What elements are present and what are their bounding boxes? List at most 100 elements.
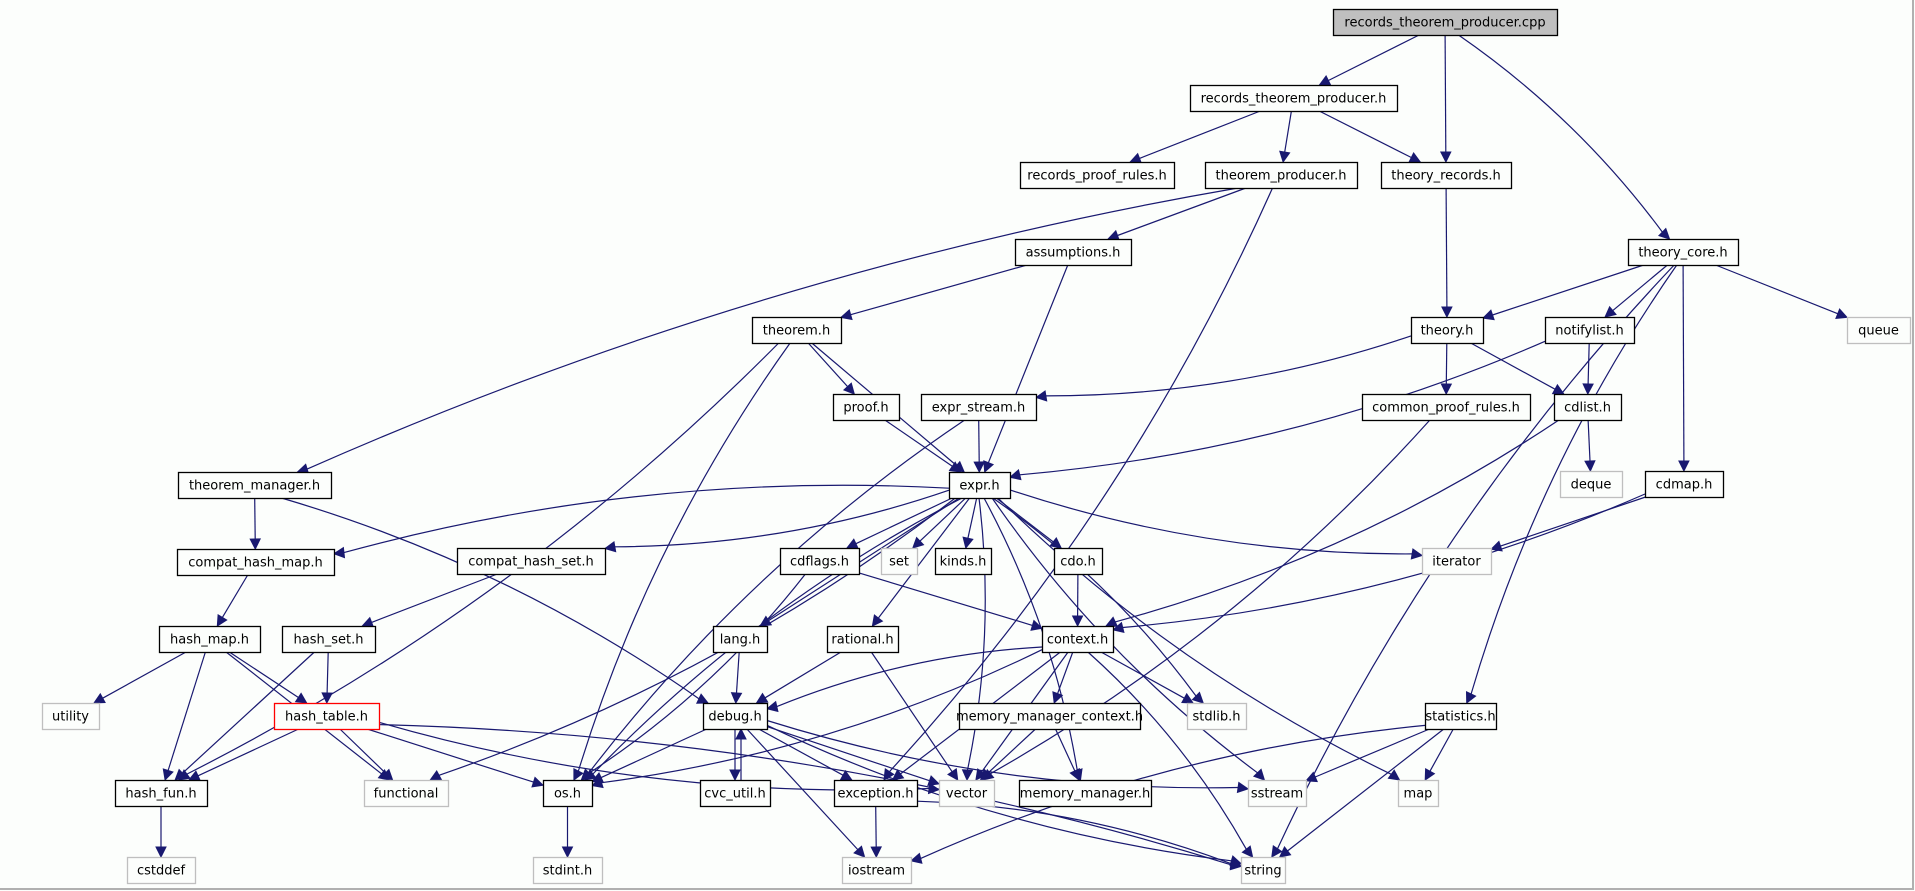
- node-box[interactable]: [826, 625, 900, 654]
- node-proof-h[interactable]: proof.h: [832, 393, 901, 422]
- node-box[interactable]: [1018, 779, 1153, 808]
- edge-proof-h-to-expr-h: [884, 419, 953, 467]
- node-box[interactable]: [1361, 393, 1532, 422]
- node-box[interactable]: [832, 393, 901, 422]
- node-box[interactable]: [273, 702, 381, 731]
- node-box[interactable]: [712, 625, 769, 654]
- node-label: kinds.h: [940, 555, 987, 570]
- edge-context-h-to-string: [1087, 651, 1247, 850]
- arrowhead-icon: [1069, 768, 1080, 782]
- node-box[interactable]: [177, 471, 333, 500]
- node-box[interactable]: [1053, 547, 1104, 576]
- node-theory-records-h[interactable]: theory_records.h: [1380, 161, 1513, 190]
- node-label: cvc_util.h: [704, 787, 765, 802]
- node-box[interactable]: [176, 548, 336, 577]
- node-theory-core-h[interactable]: theory_core.h: [1627, 238, 1740, 267]
- node-notifylist-h[interactable]: notifylist.h: [1544, 316, 1636, 345]
- node-assumptions-h[interactable]: assumptions.h: [1014, 238, 1133, 267]
- arrowhead-icon: [891, 769, 905, 781]
- node-kinds-h[interactable]: kinds.h: [934, 547, 993, 576]
- arrowhead-icon: [1271, 845, 1283, 858]
- node-rational-h[interactable]: rational.h: [826, 625, 900, 654]
- node-box[interactable]: [456, 547, 607, 576]
- node-compat-hash-map-h[interactable]: compat_hash_map.h: [176, 548, 336, 577]
- node-os-h[interactable]: os.h: [542, 779, 594, 808]
- node-box[interactable]: [1644, 470, 1725, 499]
- node-expr-h[interactable]: expr.h: [948, 471, 1012, 500]
- node-box[interactable]: [1380, 161, 1513, 190]
- edge-expr-h-to-iterator: [1009, 489, 1413, 555]
- arrowhead-icon: [870, 846, 883, 859]
- node-records-proof-rules-h[interactable]: records_proof_rules.h: [1019, 161, 1176, 190]
- node-box[interactable]: [158, 625, 262, 654]
- edge-expr-h-to-rational-h: [877, 497, 971, 619]
- node-box[interactable]: [1544, 316, 1636, 345]
- node-compat-hash-set-h[interactable]: compat_hash_set.h: [456, 547, 607, 576]
- node-cdflags-h[interactable]: cdflags.h: [779, 547, 861, 576]
- node-box[interactable]: [934, 547, 993, 576]
- node-theory-h[interactable]: theory.h: [1410, 316, 1485, 345]
- arrowhead-icon: [1030, 619, 1044, 631]
- node-box[interactable]: [1014, 238, 1133, 267]
- node-label: theory_core.h: [1638, 246, 1727, 261]
- node-label: cdmap.h: [1656, 478, 1713, 493]
- edge-context-h-to-os-h: [601, 649, 1043, 784]
- node-memory-manager-h[interactable]: memory_manager.h: [1018, 779, 1153, 808]
- node-expr-stream-h[interactable]: expr_stream.h: [920, 393, 1038, 422]
- node-label: expr_stream.h: [932, 401, 1026, 416]
- arrowhead-icon: [1678, 460, 1690, 473]
- node-box[interactable]: [948, 471, 1012, 500]
- arrowhead-icon: [380, 768, 394, 781]
- node-box[interactable]: [958, 702, 1142, 731]
- node-label: hash_table.h: [285, 710, 368, 725]
- node-hash-set-h[interactable]: hash_set.h: [281, 625, 377, 654]
- node-hash-fun-h[interactable]: hash_fun.h: [114, 779, 209, 808]
- node-theorem-manager-h[interactable]: theorem_manager.h: [177, 471, 333, 500]
- node-box[interactable]: [1189, 84, 1399, 113]
- node-theorem-producer-h[interactable]: theorem_producer.h: [1204, 161, 1359, 190]
- node-records-theorem-producer-cpp[interactable]: records_theorem_producer.cpp: [1332, 8, 1559, 37]
- node-theorem-h[interactable]: theorem.h: [751, 316, 843, 345]
- node-exception-h[interactable]: exception.h: [833, 779, 919, 808]
- node-box: [1421, 547, 1493, 576]
- node-cvc-util-h[interactable]: cvc_util.h: [699, 779, 772, 808]
- node-box[interactable]: [1204, 161, 1359, 190]
- arrowhead-icon: [1105, 616, 1119, 627]
- node-hash-map-h[interactable]: hash_map.h: [158, 625, 262, 654]
- edge-expr-h-to-compat-hash-map-h: [343, 484, 950, 554]
- node-box[interactable]: [751, 316, 843, 345]
- node-statistics-h[interactable]: statistics.h: [1424, 702, 1498, 731]
- node-vector: vector: [938, 779, 996, 808]
- arrowhead-icon: [1304, 771, 1318, 783]
- node-context-h[interactable]: context.h: [1041, 625, 1115, 654]
- node-box[interactable]: [702, 702, 769, 731]
- node-debug-h[interactable]: debug.h: [702, 702, 769, 731]
- node-common-proof-rules-h[interactable]: common_proof_rules.h: [1361, 393, 1532, 422]
- node-box[interactable]: [1332, 8, 1559, 37]
- node-box[interactable]: [1410, 316, 1485, 345]
- arrowhead-icon: [1052, 691, 1064, 705]
- node-memory-manager-context-h[interactable]: memory_manager_context.h: [956, 702, 1143, 731]
- node-box[interactable]: [779, 547, 861, 576]
- node-box[interactable]: [281, 625, 377, 654]
- node-hash-table-h[interactable]: hash_table.h: [273, 702, 381, 731]
- node-cdo-h[interactable]: cdo.h: [1053, 547, 1104, 576]
- node-box[interactable]: [699, 779, 772, 808]
- node-box[interactable]: [833, 779, 919, 808]
- node-lang-h[interactable]: lang.h: [712, 625, 769, 654]
- node-box[interactable]: [1553, 393, 1623, 422]
- node-box[interactable]: [542, 779, 594, 808]
- node-box[interactable]: [1041, 625, 1115, 654]
- node-box[interactable]: [1424, 702, 1498, 731]
- node-box: [1240, 856, 1287, 885]
- node-box[interactable]: [114, 779, 209, 808]
- node-cdlist-h[interactable]: cdlist.h: [1553, 393, 1623, 422]
- node-cdmap-h[interactable]: cdmap.h: [1644, 470, 1725, 499]
- node-records-theorem-producer-h[interactable]: records_theorem_producer.h: [1189, 84, 1399, 113]
- edge-context-h-to-stdlib-h: [1100, 651, 1185, 699]
- node-box[interactable]: [1019, 161, 1176, 190]
- arrowhead-icon: [1657, 227, 1671, 240]
- node-box[interactable]: [1627, 238, 1740, 267]
- node-box[interactable]: [920, 393, 1038, 422]
- node-label: theorem_producer.h: [1216, 169, 1347, 184]
